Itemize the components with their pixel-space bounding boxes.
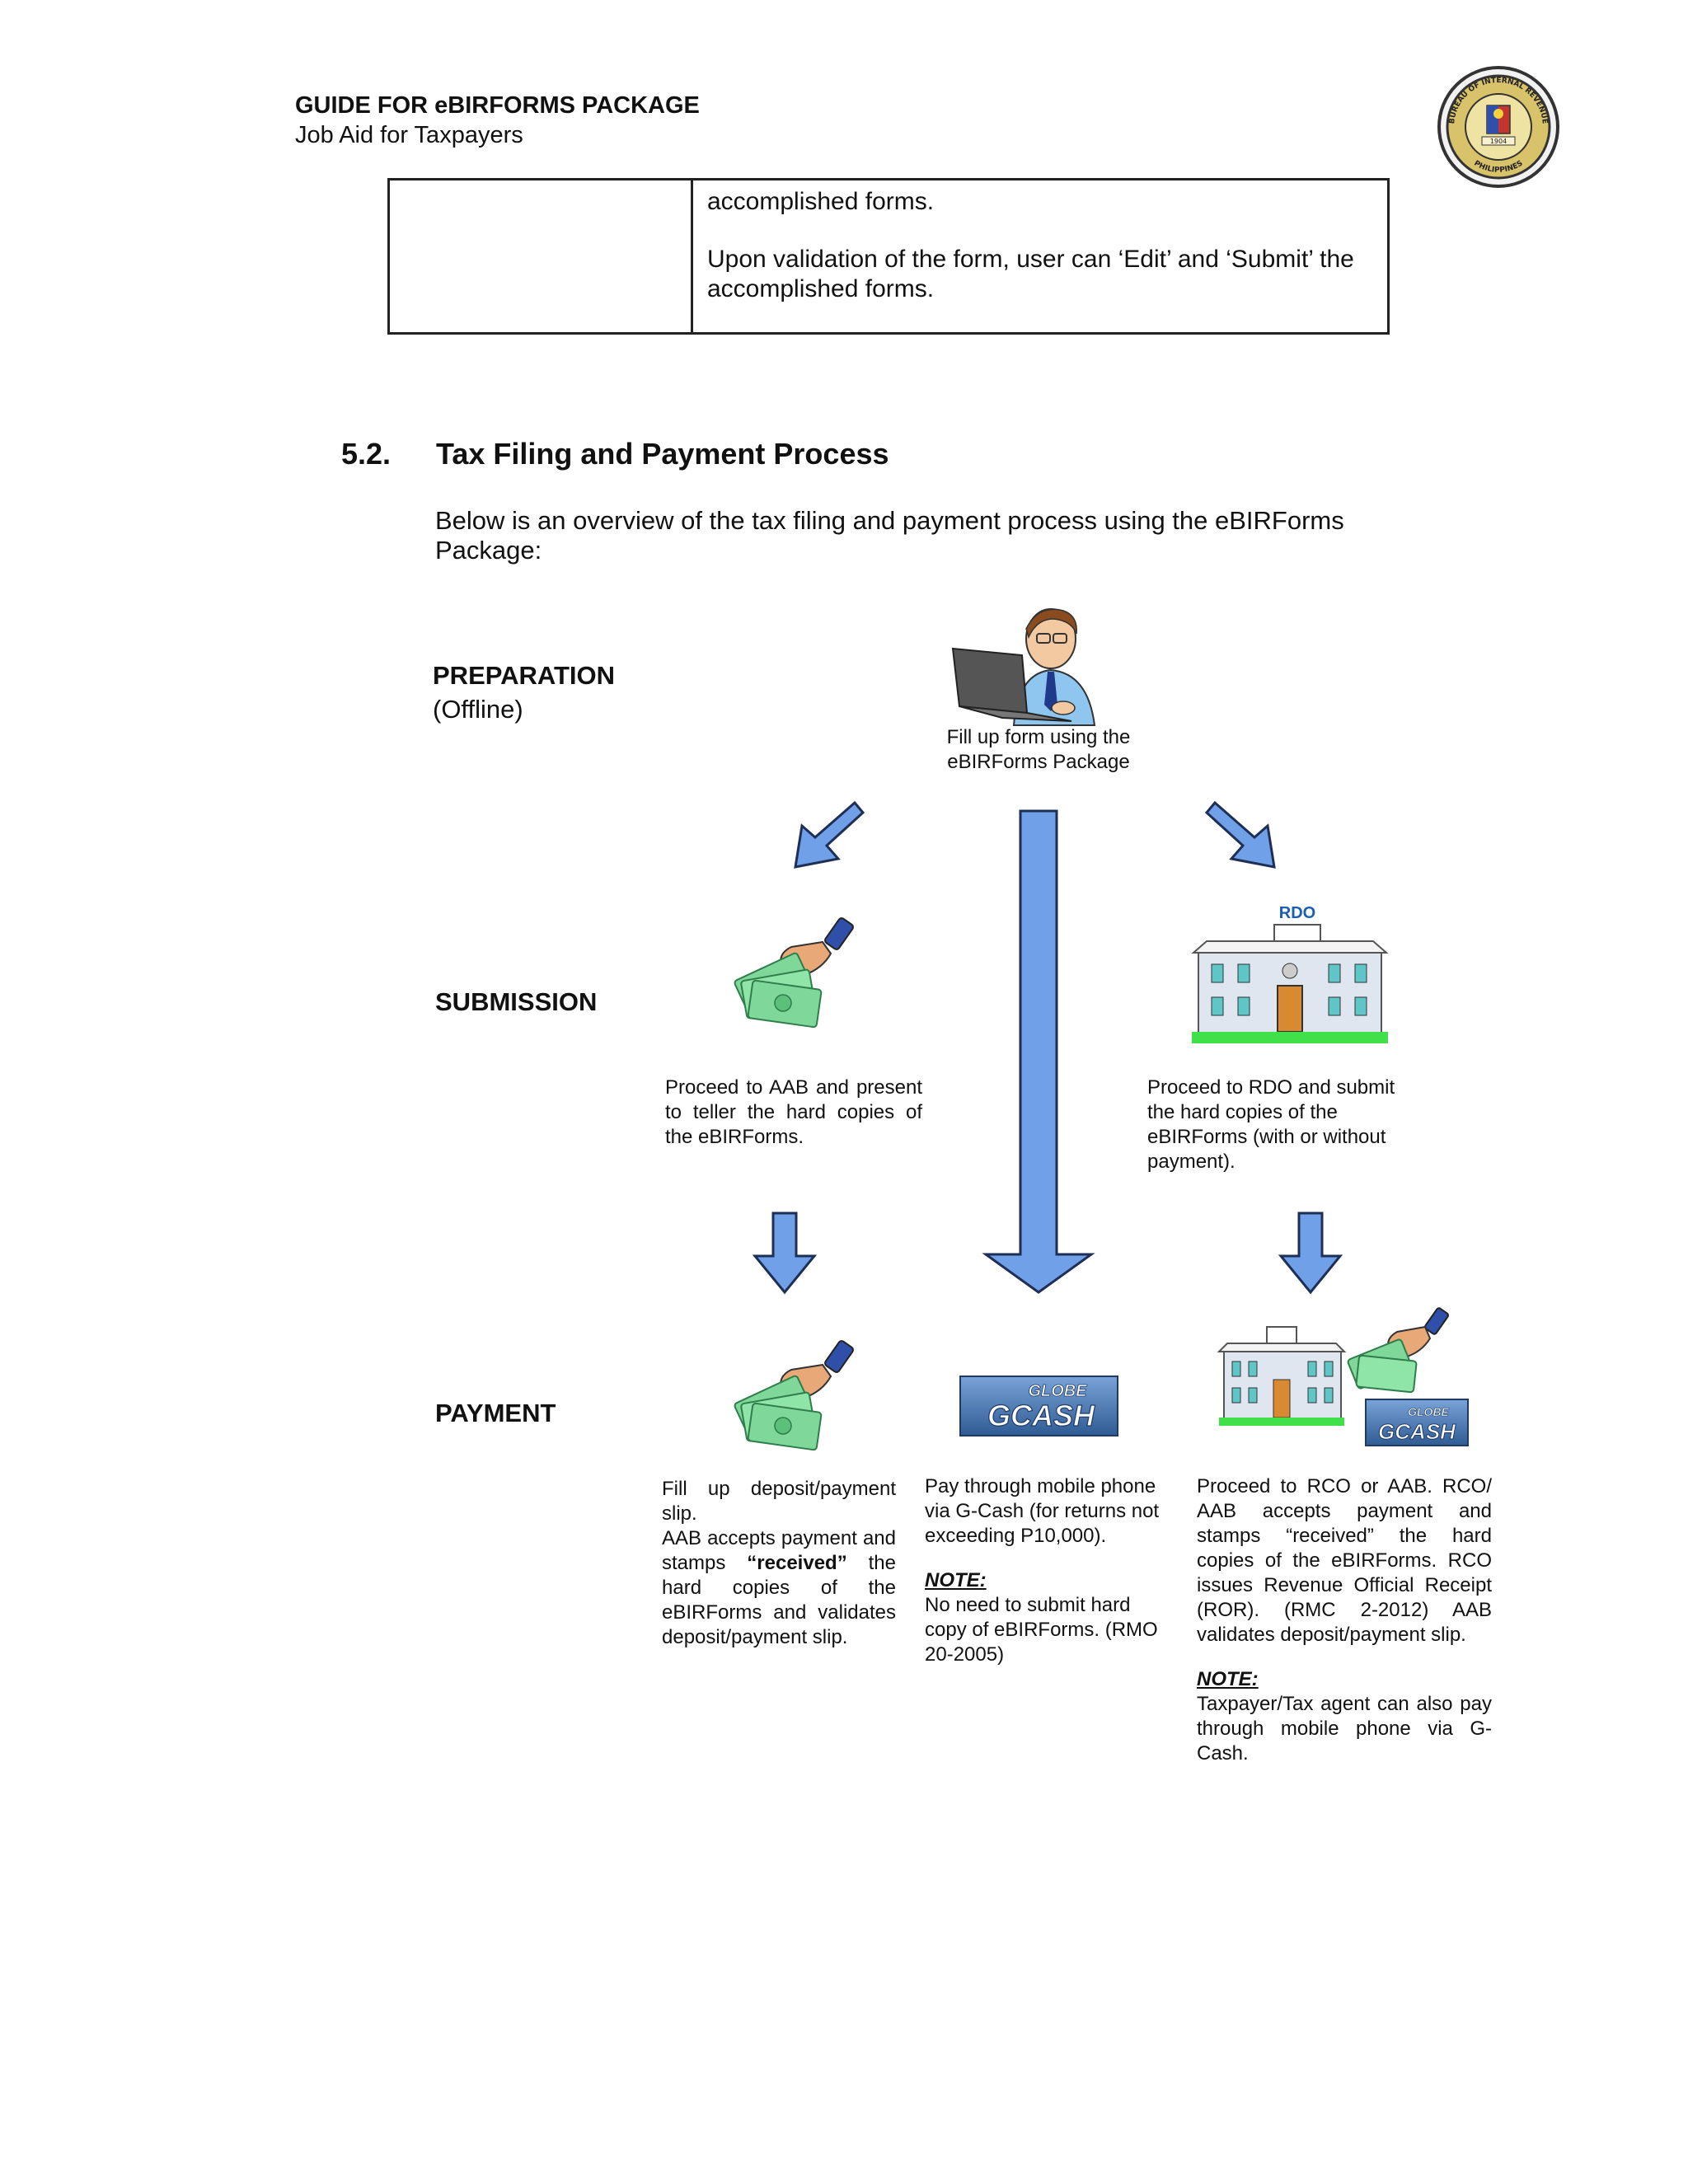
note-label: NOTE: — [925, 1569, 987, 1591]
stage-submission-label: SUBMISSION — [435, 987, 598, 1016]
arrow-down-right-icon — [1203, 798, 1282, 872]
stage-payment-label: PAYMENT — [435, 1399, 556, 1427]
caption-rdo-submit: Proceed to RDO and submit the hard copie… — [1147, 1076, 1395, 1173]
document-title: GUIDE FOR eBIRFORMS PACKAGE — [295, 92, 700, 119]
arrow-down-icon — [752, 1210, 818, 1296]
rco-payment-options-icon: GLOBE GCASH — [1216, 1302, 1471, 1451]
section-title: Tax Filing and Payment Process — [436, 437, 889, 471]
hand-money-icon — [732, 911, 856, 1034]
svg-text:1904: 1904 — [1490, 138, 1507, 145]
table-text-line: Upon validation of the form, user can ‘E… — [707, 246, 1354, 302]
bir-seal-logo: 1904 BUREAU OF INTERNAL REVENUE PHILIPPI… — [1436, 64, 1561, 190]
document-subtitle: Job Aid for Taxpayers — [295, 122, 523, 148]
caption-gcash-payment: Pay through mobile phone via G-Cash (for… — [925, 1474, 1172, 1667]
hand-money-icon — [732, 1333, 856, 1457]
section-number: 5.2. — [341, 437, 392, 471]
caption-aab-payment: Fill up deposit/payment slip. AAB accept… — [662, 1478, 897, 1648]
table-cell: accomplished forms. Upon validation of t… — [707, 187, 1375, 304]
rdo-label: RDO — [1279, 904, 1315, 922]
table-column-divider — [691, 180, 693, 332]
stage-preparation-sublabel: (Offline) — [433, 695, 523, 724]
svg-text:GLOBE: GLOBE — [1408, 1405, 1449, 1418]
rdo-building-icon: RDO — [1187, 900, 1393, 1052]
table-text-line: accomplished forms. — [707, 188, 935, 215]
taxpayer-laptop-icon — [948, 598, 1129, 729]
arrow-down-left-icon — [787, 798, 866, 872]
arrow-down-long-icon — [981, 808, 1096, 1294]
svg-text:GCASH: GCASH — [987, 1399, 1095, 1432]
caption-aab-submit: Proceed to AAB and present to teller the… — [665, 1076, 922, 1148]
note-label: NOTE: — [1197, 1668, 1259, 1690]
svg-text:GLOBE: GLOBE — [1028, 1382, 1087, 1400]
section-intro: Below is an overview of the tax filing a… — [435, 506, 1344, 565]
gcash-logo: GLOBE GCASH — [959, 1375, 1119, 1437]
svg-text:GCASH: GCASH — [1378, 1419, 1456, 1444]
caption-rco-payment: Proceed to RCO or AAB. RCO/ AAB accepts … — [1197, 1475, 1492, 1765]
stage-preparation-label: PREPARATION — [433, 661, 616, 690]
caption-fill-form: Fill up form using the eBIRForms Package — [946, 726, 1131, 773]
arrow-down-icon — [1278, 1210, 1343, 1296]
procedure-table-fragment: accomplished forms. Upon validation of t… — [387, 178, 1390, 335]
